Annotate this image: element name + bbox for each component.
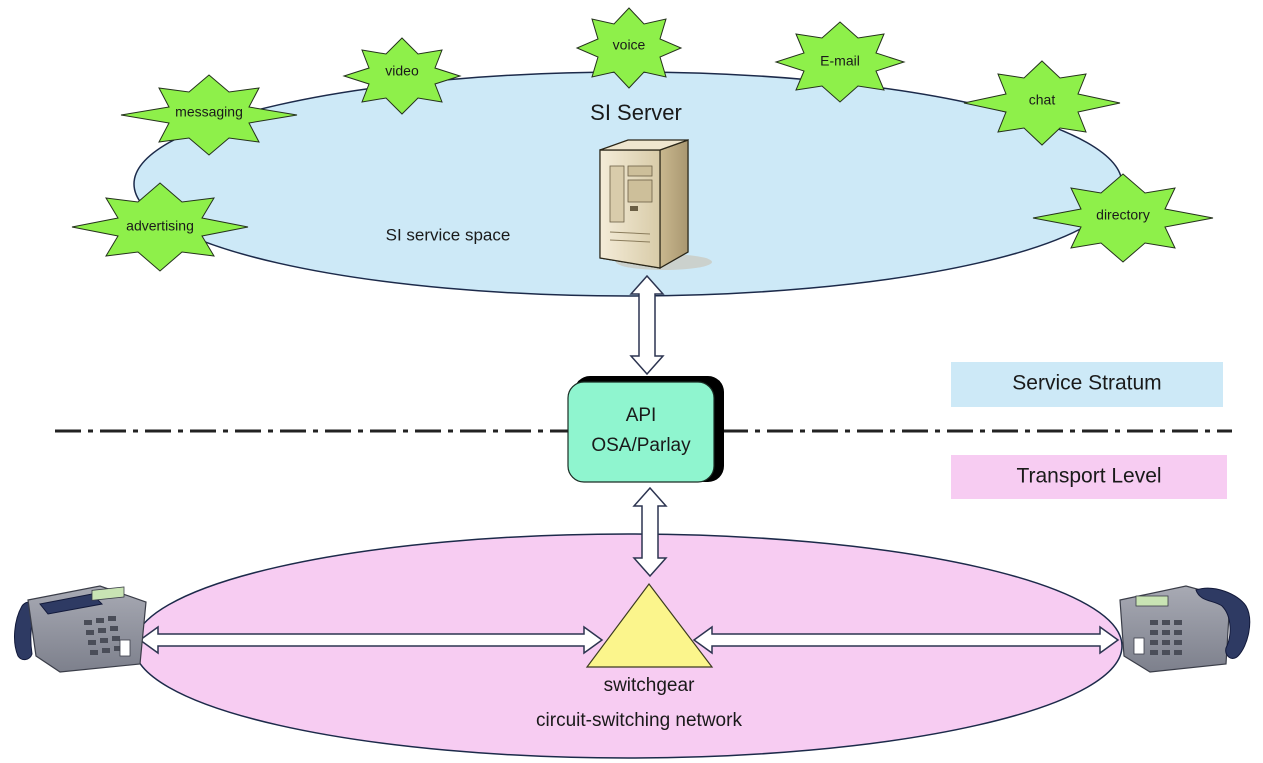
service-label-voice: voice (613, 37, 646, 53)
service-star-directory: directory (1032, 173, 1214, 263)
right-telephone-icon (1119, 585, 1251, 673)
api-label: API (626, 405, 657, 426)
api-switch-arrow (632, 486, 668, 578)
transport-level-label: Transport Level (1016, 465, 1161, 488)
service-star-advertising: advertising (71, 182, 249, 272)
service-label-messaging: messaging (175, 104, 243, 120)
left-phone-switch-arrow (138, 625, 604, 655)
service-label-directory: directory (1096, 207, 1150, 223)
service-star-video: video (342, 37, 462, 115)
left-telephone-icon (14, 585, 147, 673)
service-label-video: video (385, 63, 419, 79)
service-star-chat: chat (963, 60, 1121, 146)
service-stratum-label: Service Stratum (1012, 372, 1161, 395)
service-star-voice: voice (575, 7, 683, 89)
switchgear-triangle (585, 583, 714, 668)
service-stratum-band (951, 362, 1223, 407)
service-star-messaging: messaging (120, 74, 298, 156)
service-star-email: E-mail (774, 21, 906, 103)
api-box (567, 381, 715, 483)
service-label-advertising: advertising (126, 218, 194, 234)
switch-right-phone-arrow (692, 625, 1120, 655)
switchgear-label: switchgear (604, 675, 695, 696)
osa-parlay-label: OSA/Parlay (591, 435, 691, 456)
service-label-email: E-mail (820, 53, 860, 69)
server-api-arrow (629, 274, 665, 376)
si-server-title: SI Server (590, 100, 682, 125)
circuit-switching-network-label: circuit-switching network (536, 710, 742, 731)
si-service-space-label: SI service space (386, 225, 511, 244)
service-label-chat: chat (1029, 92, 1056, 108)
transport-level-band (951, 455, 1227, 499)
server-icon (599, 139, 712, 270)
